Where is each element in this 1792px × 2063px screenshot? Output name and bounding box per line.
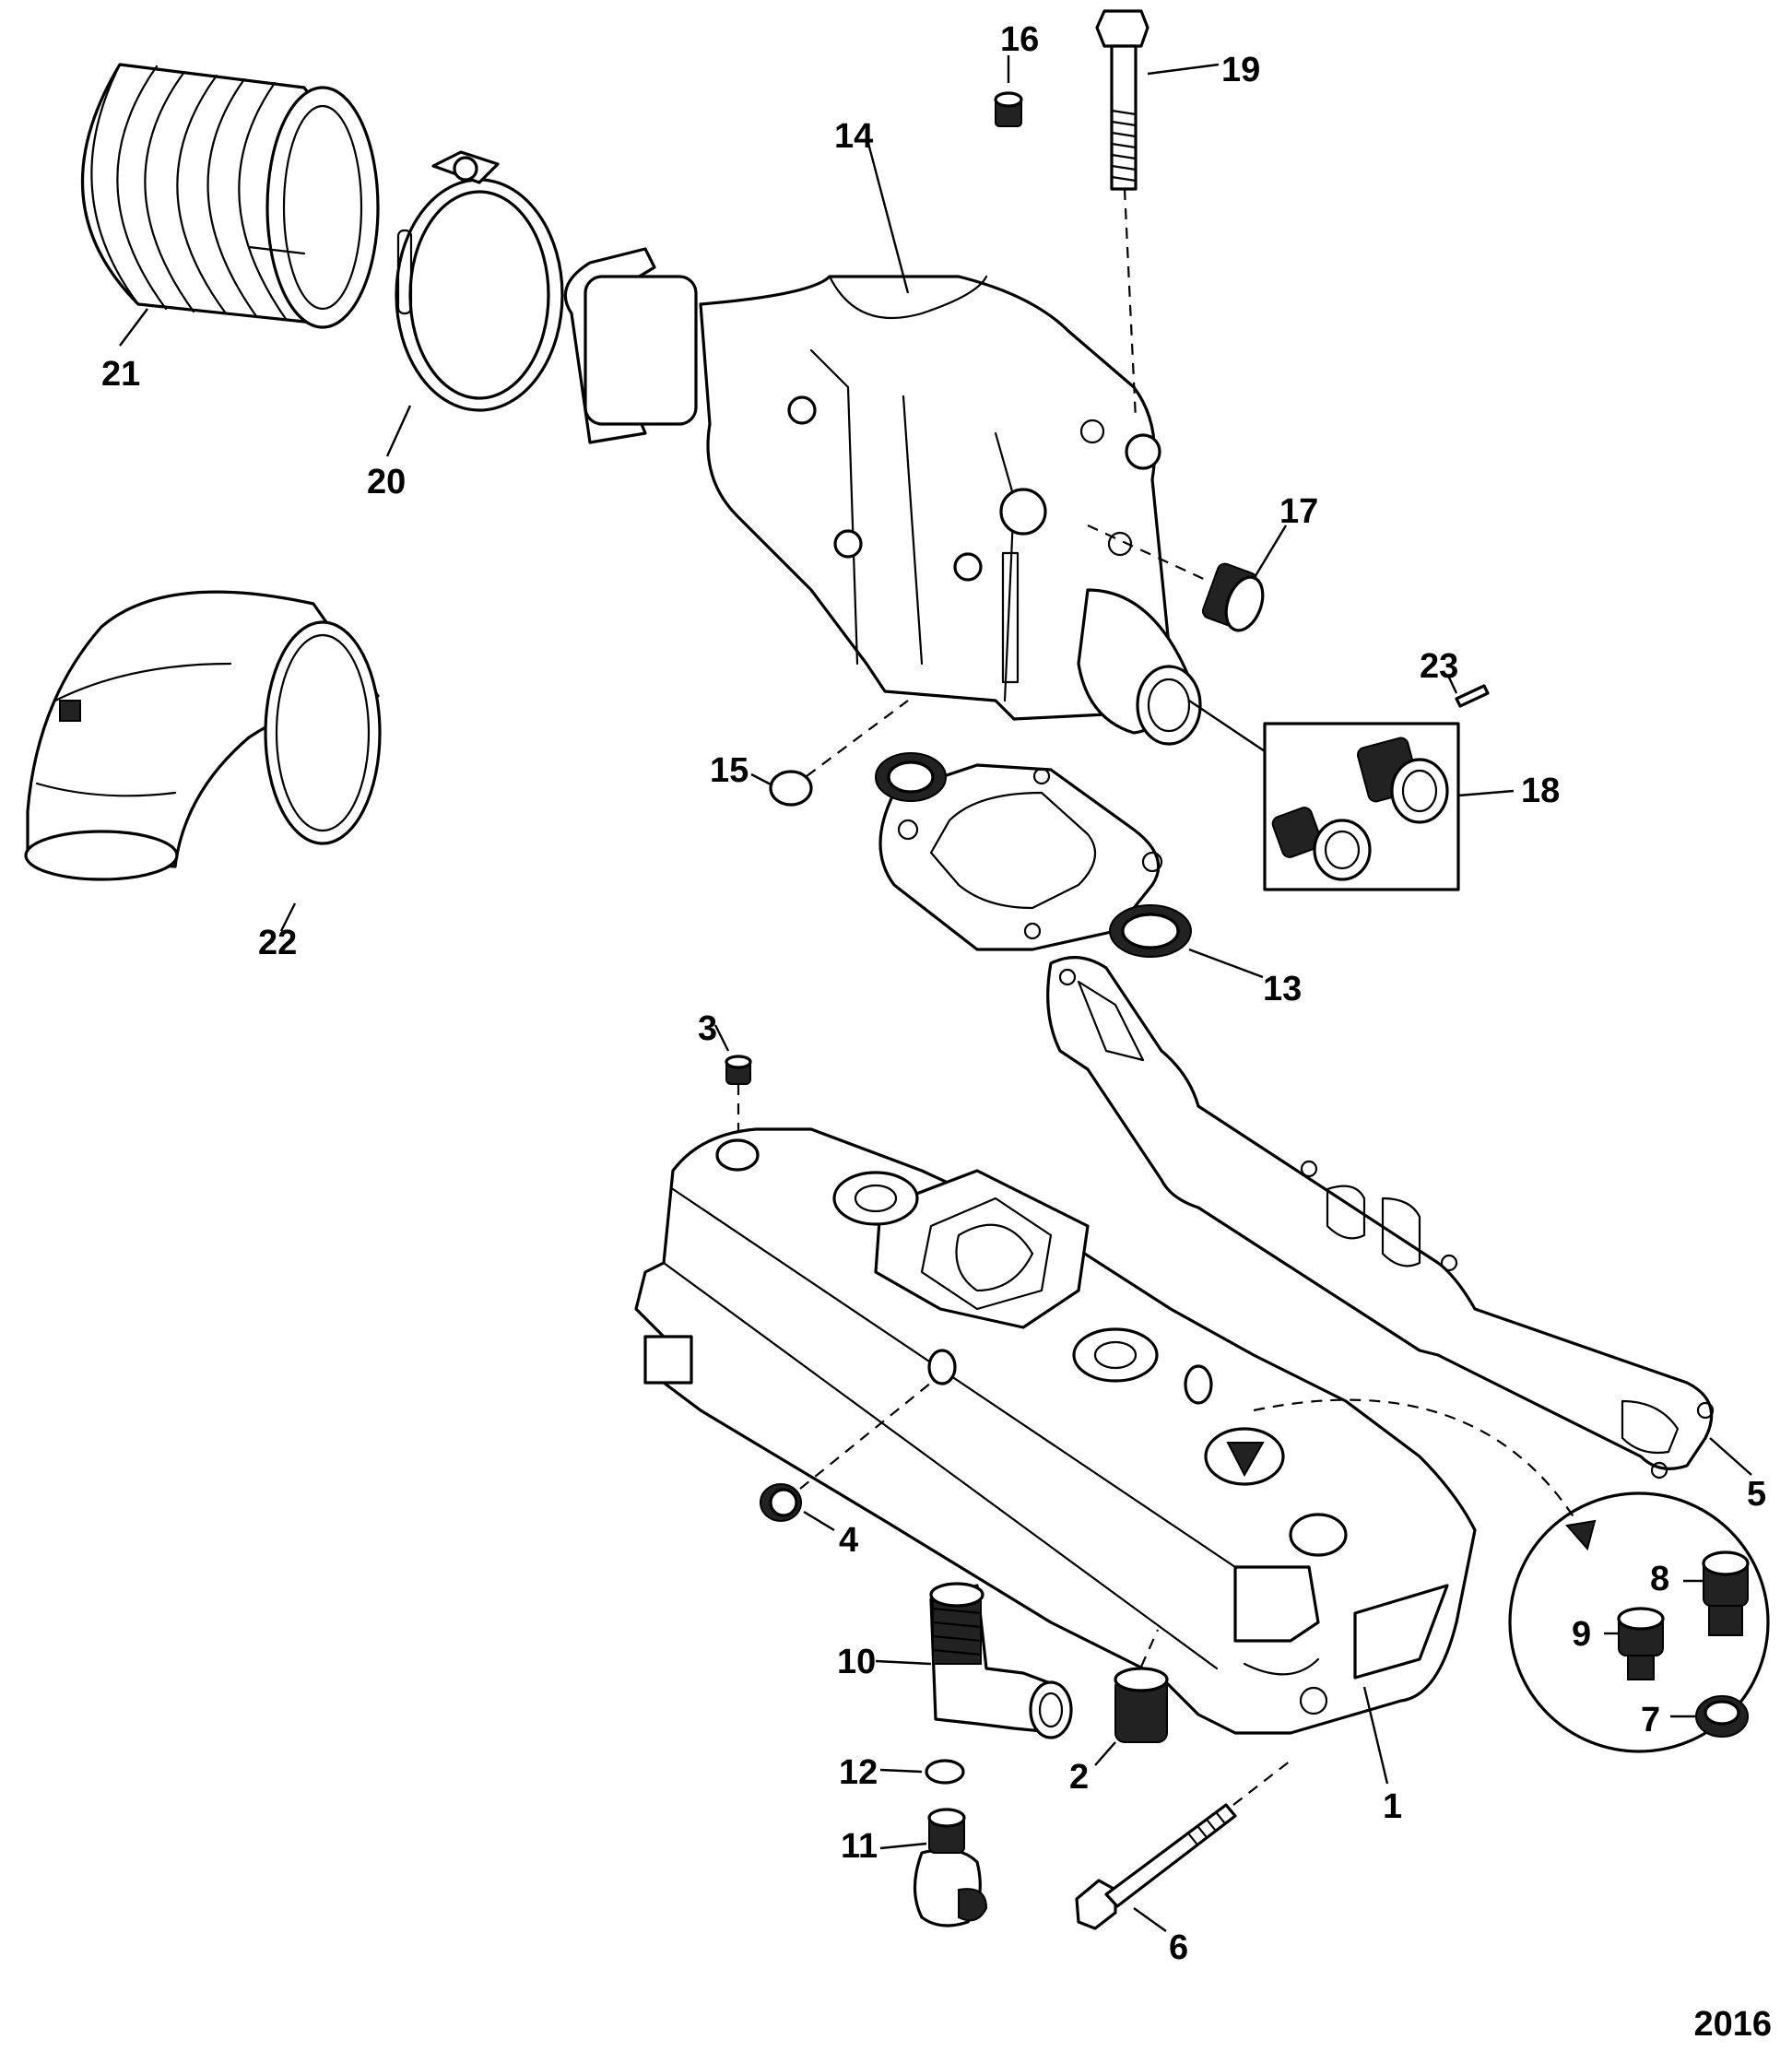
callout-18: 18: [1521, 772, 1560, 810]
callout-12: 12: [839, 1753, 878, 1792]
part-21-exhaust-bellows: [80, 63, 380, 329]
part-detail-plugs-inset: [1253, 1398, 1770, 1753]
callout-19: 19: [1221, 51, 1260, 89]
part-17-pipe-plug: [1087, 525, 1288, 632]
part-22-exhaust-elbow: [24, 590, 382, 932]
callout-5: 5: [1747, 1475, 1766, 1514]
part-23-screw: [1447, 677, 1490, 708]
callout-9: 9: [1572, 1615, 1591, 1654]
callout-17: 17: [1279, 492, 1318, 531]
part-1-exhaust-manifold: [634, 1127, 1477, 1785]
part-6-bolt: [1075, 1760, 1291, 1932]
part-12-o-ring: [879, 1759, 965, 1785]
callout-21: 21: [101, 355, 140, 394]
part-2-pipe-plug: [1094, 1629, 1169, 1766]
part-9-fitting: [1604, 1607, 1665, 1680]
callout-16: 16: [1000, 20, 1039, 59]
part-5-manifold-gasket: [1046, 955, 1752, 1479]
part-3-plug: [713, 1024, 752, 1138]
part-14-exhaust-elbow-body: [563, 247, 1202, 746]
callout-10: 10: [837, 1643, 876, 1681]
part-10-elbow-fitting: [875, 1582, 1073, 1739]
part-15-cap: [750, 700, 909, 807]
callout-3: 3: [698, 1009, 717, 1048]
callout-11: 11: [841, 1827, 878, 1866]
callout-15: 15: [710, 751, 749, 790]
callout-23: 23: [1420, 647, 1458, 686]
callout-1: 1: [1383, 1787, 1402, 1826]
callout-6: 6: [1169, 1928, 1188, 1967]
part-13-gasket: [875, 752, 1264, 979]
part-20-hose-clamp: [395, 150, 564, 412]
callout-20: 20: [367, 463, 406, 501]
part-16-plug: [994, 55, 1023, 127]
callout-22: 22: [258, 924, 297, 962]
part-4-o-ring: [760, 1382, 932, 1532]
part-8-fitting: [1683, 1550, 1750, 1636]
callout-13: 13: [1263, 970, 1302, 1008]
callout-2: 2: [1069, 1758, 1089, 1797]
callout-4: 4: [839, 1521, 858, 1560]
part-18-fitting-kit: [1188, 700, 1515, 891]
callout-14: 14: [834, 117, 873, 156]
part-7-plug: [1670, 1695, 1749, 1738]
callout-7: 7: [1641, 1701, 1660, 1739]
figure-number: 2016: [1693, 2005, 1772, 2044]
callout-8: 8: [1650, 1560, 1669, 1598]
part-19-bolt: [1095, 9, 1220, 420]
part-11-drain-plug: [879, 1808, 988, 1927]
